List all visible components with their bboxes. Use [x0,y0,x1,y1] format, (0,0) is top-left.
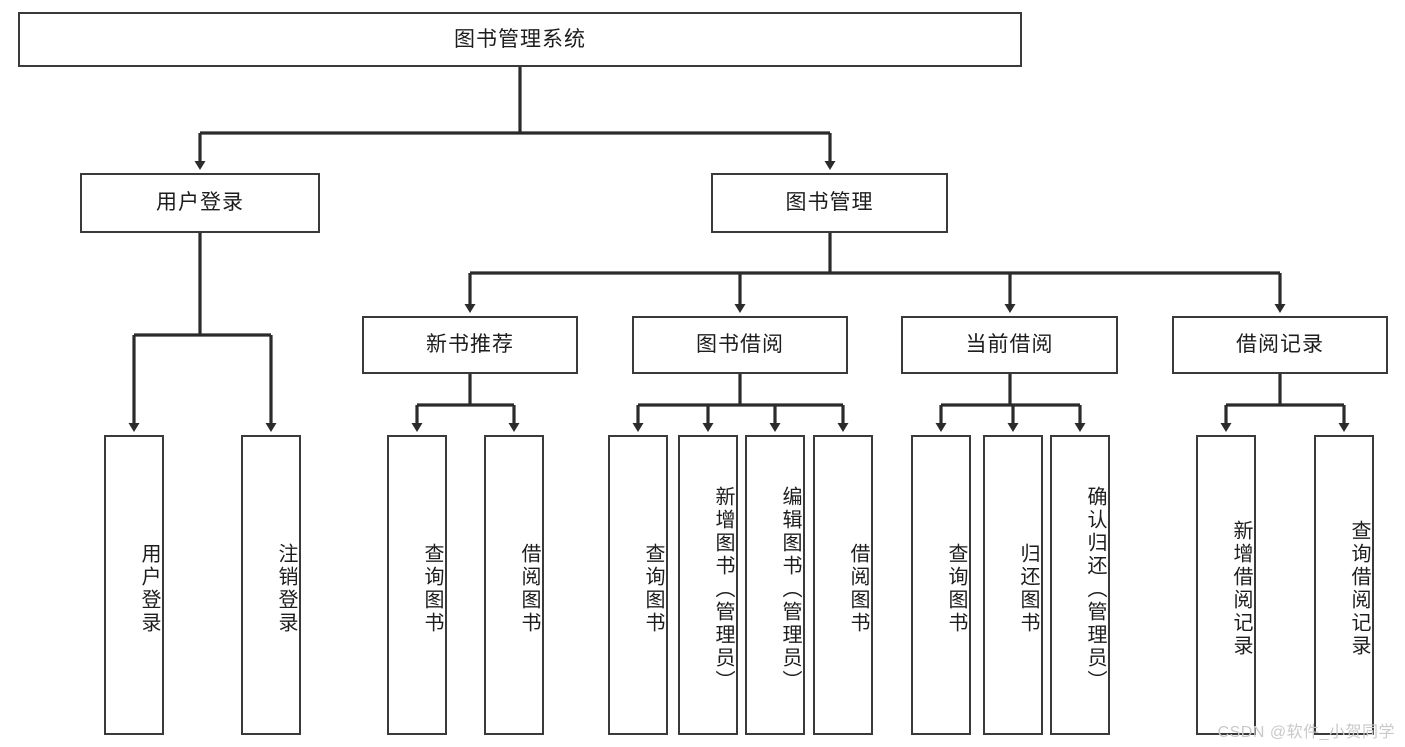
node-leaf-logout-label: 注销登录 [275,543,297,635]
node-leaf-return-book[interactable]: 归还图书 [983,435,1043,735]
node-leaf-confirm-return-admin[interactable]: 确认归还（管理员） [1050,435,1110,735]
node-leaf-borrow-book-nbr[interactable]: 借阅图书 [484,435,544,735]
node-root[interactable]: 图书管理系统 [18,12,1022,67]
node-new-book-recommend[interactable]: 新书推荐 [362,316,578,374]
node-leaf-return-book-label: 归还图书 [1017,543,1039,635]
node-leaf-query-book-nbr[interactable]: 查询图书 [387,435,447,735]
node-leaf-add-borrow-record[interactable]: 新增借阅记录 [1196,435,1256,735]
node-leaf-edit-book-admin-label: 编辑图书（管理员） [779,485,801,693]
node-leaf-query-book-cb[interactable]: 查询图书 [911,435,971,735]
node-user-login[interactable]: 用户登录 [80,173,320,233]
node-leaf-query-book-nbr-label: 查询图书 [421,543,443,635]
node-borrow-record-label: 借阅记录 [1236,333,1324,357]
node-leaf-edit-book-admin[interactable]: 编辑图书（管理员） [745,435,805,735]
node-leaf-query-book-cb-label: 查询图书 [945,543,967,635]
node-leaf-add-borrow-record-label: 新增借阅记录 [1230,520,1252,658]
node-borrow-record[interactable]: 借阅记录 [1172,316,1388,374]
node-current-borrow-label: 当前借阅 [965,333,1054,357]
node-leaf-add-book-admin-label: 新增图书（管理员） [712,485,734,693]
node-book-borrow[interactable]: 图书借阅 [632,316,848,374]
node-leaf-logout[interactable]: 注销登录 [241,435,301,735]
node-leaf-borrow-book-nbr-label: 借阅图书 [518,543,540,635]
node-leaf-borrow-book-bb[interactable]: 借阅图书 [813,435,873,735]
node-leaf-confirm-return-admin-label: 确认归还（管理员） [1084,485,1106,693]
node-user-login-label: 用户登录 [156,191,244,215]
node-leaf-query-book-bb[interactable]: 查询图书 [608,435,668,735]
node-leaf-query-borrow-record[interactable]: 查询借阅记录 [1314,435,1374,735]
node-root-label: 图书管理系统 [454,27,586,51]
node-book-management-label: 图书管理 [785,191,874,215]
node-leaf-user-login[interactable]: 用户登录 [104,435,164,735]
node-new-book-recommend-label: 新书推荐 [426,333,514,357]
node-current-borrow[interactable]: 当前借阅 [901,316,1118,374]
node-leaf-user-login-label: 用户登录 [138,543,160,635]
node-book-management[interactable]: 图书管理 [711,173,948,233]
node-leaf-query-book-bb-label: 查询图书 [642,543,664,635]
node-leaf-add-book-admin[interactable]: 新增图书（管理员） [678,435,738,735]
node-book-borrow-label: 图书借阅 [696,333,784,357]
node-leaf-borrow-book-bb-label: 借阅图书 [847,543,869,635]
csdn-watermark: CSDN @软件_小贺同学 [1217,724,1395,741]
node-leaf-query-borrow-record-label: 查询借阅记录 [1348,520,1370,658]
